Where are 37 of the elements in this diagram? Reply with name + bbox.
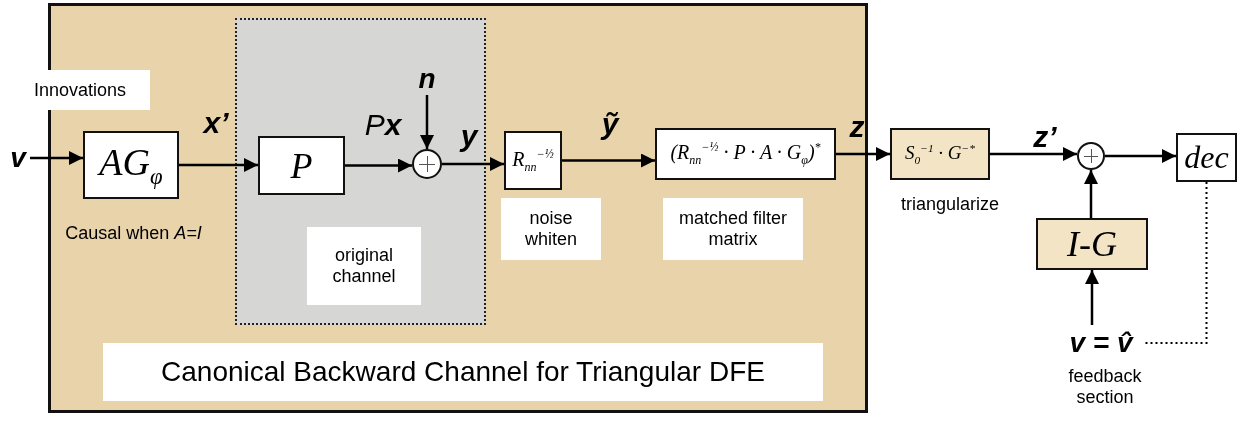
arrow [442,157,504,171]
block-box: S$_{0}$$^{−1}$ · G$^{−*}$ [890,128,990,180]
arrow [420,95,434,149]
arrow [179,158,258,172]
summing-junction [412,149,442,179]
signal-variable: n [415,63,439,95]
arrow [345,158,412,173]
block-box: P [258,136,345,195]
arrow [30,151,83,165]
block-caption: matched filter matrix [663,198,803,260]
dotted-connector [1143,181,1208,344]
channel-region [235,18,486,325]
block-caption: Causal when A=I [64,221,203,245]
arrow [1084,170,1098,218]
title-label: Canonical Backward Channel for Triangular DFE [103,343,823,401]
arrow [990,147,1077,161]
signal-variable: v = v̂ [1058,325,1144,361]
signal-label: x’ [201,105,230,141]
arrow [1105,149,1176,163]
signal-label: z [848,110,866,144]
block-box: AG$_{φ}$ [83,131,179,199]
arrow [562,153,655,168]
region-label: original channel [307,227,421,305]
signal-label: Px [363,108,403,142]
block-caption: noise whiten [501,198,601,260]
block-caption: feedback section [1067,365,1143,409]
block-caption: triangularize [899,192,1001,216]
summing-junction [1077,142,1105,170]
block-box: (R$_{nn}$$^{−½}$ · P · A · G$_{φ}$)$^{*}$ [655,128,836,180]
arrow [836,147,890,161]
signal-label: ỹ [599,106,621,142]
block-box: dec [1176,133,1237,182]
signal-variable: v [6,140,30,176]
block-box: I-G [1036,218,1148,270]
signal-label: y [458,118,480,154]
signal-label: z’ [1032,120,1058,154]
arrow [1085,270,1099,325]
